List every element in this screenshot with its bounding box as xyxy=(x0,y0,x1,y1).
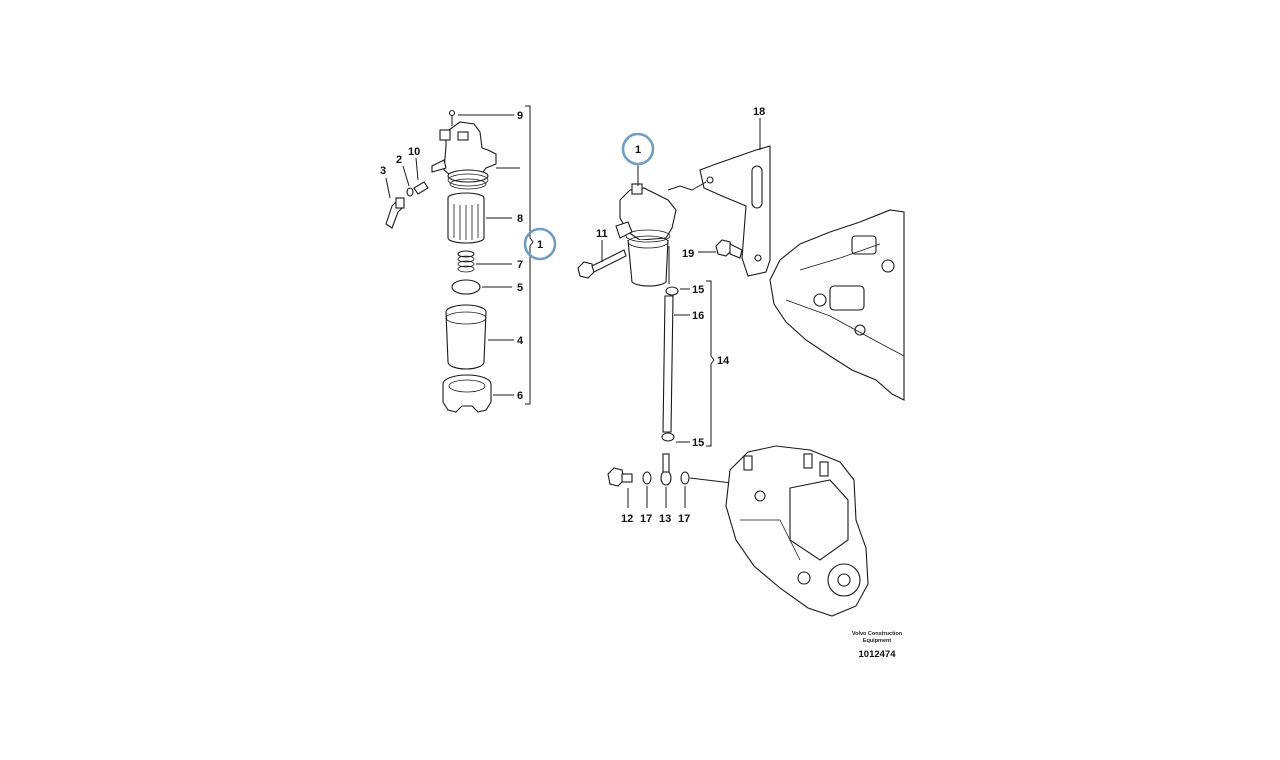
banjo-fitting-part xyxy=(660,453,672,486)
callout-15-top: 15 xyxy=(692,284,704,296)
filter-bowl-part xyxy=(445,304,487,370)
injection-pump xyxy=(725,445,869,617)
plug-part xyxy=(413,181,429,195)
bleed-screw-part xyxy=(448,109,456,126)
brand-caption-line1: Volvo Construction xyxy=(852,631,903,637)
callout-1-top: 1 xyxy=(635,144,641,156)
callout-14: 14 xyxy=(717,355,730,367)
engine-cylinder-head xyxy=(769,209,905,401)
callout-8: 8 xyxy=(517,213,523,225)
banjo-bolt-part xyxy=(607,467,633,487)
callout-18: 18 xyxy=(753,106,765,118)
callout-10: 10 xyxy=(408,146,420,158)
highlight-ring-top xyxy=(621,132,655,166)
callout-7: 7 xyxy=(517,259,523,271)
o-ring-part xyxy=(451,279,481,295)
callout-12: 12 xyxy=(621,513,633,525)
callout-16: 16 xyxy=(692,310,704,322)
callout-13: 13 xyxy=(659,513,671,525)
filter-head-part xyxy=(431,121,497,190)
callout-5: 5 xyxy=(517,282,523,294)
filter-element-part xyxy=(447,192,485,244)
fuel-filter-part xyxy=(615,183,677,287)
exploded-filter-assembly xyxy=(385,105,534,413)
hose-clip-bottom-part xyxy=(661,432,675,442)
washer-part xyxy=(406,187,414,197)
hose-clip-top-part xyxy=(665,286,679,296)
ring-nut-part xyxy=(442,374,492,413)
highlight-ring-left xyxy=(523,227,557,261)
bracket-bolt-part xyxy=(715,239,743,259)
callout-15-bottom: 15 xyxy=(692,437,704,449)
figure-reference: 1012474 xyxy=(859,649,897,660)
spring-part xyxy=(457,250,475,273)
callout-6: 6 xyxy=(517,390,523,402)
sealing-washer-b-part xyxy=(680,471,690,485)
long-bolt-part xyxy=(577,249,627,279)
callout-3: 3 xyxy=(380,165,386,177)
callout-11: 11 xyxy=(596,228,608,240)
mounting-bracket-part xyxy=(699,145,771,277)
callout-9: 9 xyxy=(517,110,523,122)
brand-caption-line2: Equipment xyxy=(863,638,892,644)
callout-4: 4 xyxy=(517,335,524,347)
sealing-washer-a-part xyxy=(642,471,652,485)
fuel-pipe-part xyxy=(662,295,674,433)
mounted-filter-assembly xyxy=(577,118,771,508)
assembly-bracket xyxy=(525,105,534,405)
callout-17-a: 17 xyxy=(640,513,652,525)
callout-2: 2 xyxy=(396,154,402,166)
callout-19: 19 xyxy=(682,248,694,260)
callout-17-b: 17 xyxy=(678,513,690,525)
drain-tap-part xyxy=(385,197,405,229)
callout-1-left: 1 xyxy=(537,239,543,251)
